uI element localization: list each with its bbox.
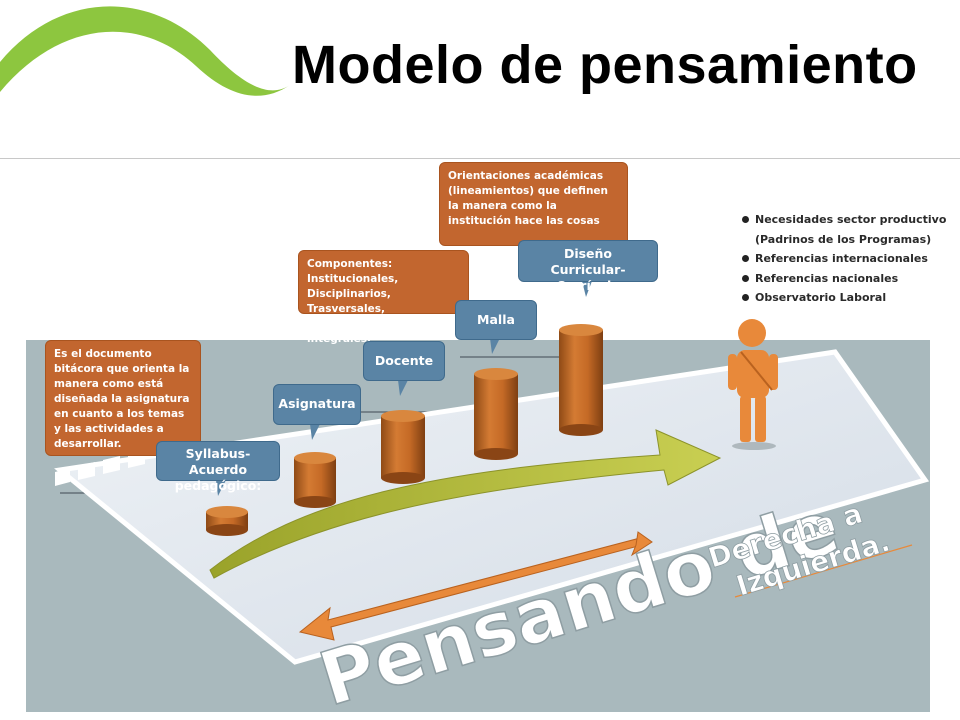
callout-componentes: Componentes: Institucionales, Disciplina… [298,250,469,345]
list-item: Observatorio Laboral [742,288,946,308]
cylinder-5 [559,324,603,436]
green-swoosh-logo [0,6,290,96]
label-malla: Malla [455,300,537,340]
person-icon [728,319,778,450]
requirements-list: Necesidades sector productivo (Padrinos … [742,210,946,308]
list-item: Referencias nacionales [742,269,946,289]
title-divider [0,158,960,159]
label-diseno-curricular: Diseño Curricular-Currículo [518,240,658,293]
list-item: Necesidades sector productivo [742,210,946,230]
cylinder-2 [294,452,336,508]
page-title: Modelo de pensamiento [292,35,918,95]
orange-double-arrow [298,531,653,641]
bullet-icon [742,274,749,282]
bullet-icon [742,255,749,263]
list-item: Referencias internacionales [742,249,946,269]
cylinder-1 [206,506,248,536]
cylinder-3 [381,410,425,484]
green-arrow [209,429,722,579]
label-syllabus: Syllabus-Acuerdo pedagógico: [156,441,280,493]
bullet-icon [742,294,749,302]
callout-bitacora: Es el documento bitácora que orienta la … [45,340,201,456]
bullet-icon [742,216,749,224]
callout-orientaciones: Orientaciones académicas (lineamientos) … [439,162,628,246]
label-docente: Docente [363,341,445,381]
steps-decoration [55,450,145,486]
label-asignatura: Asignatura [273,384,361,425]
cylinder-4 [474,368,518,460]
list-item: (Padrinos de los Programas) [755,232,932,246]
